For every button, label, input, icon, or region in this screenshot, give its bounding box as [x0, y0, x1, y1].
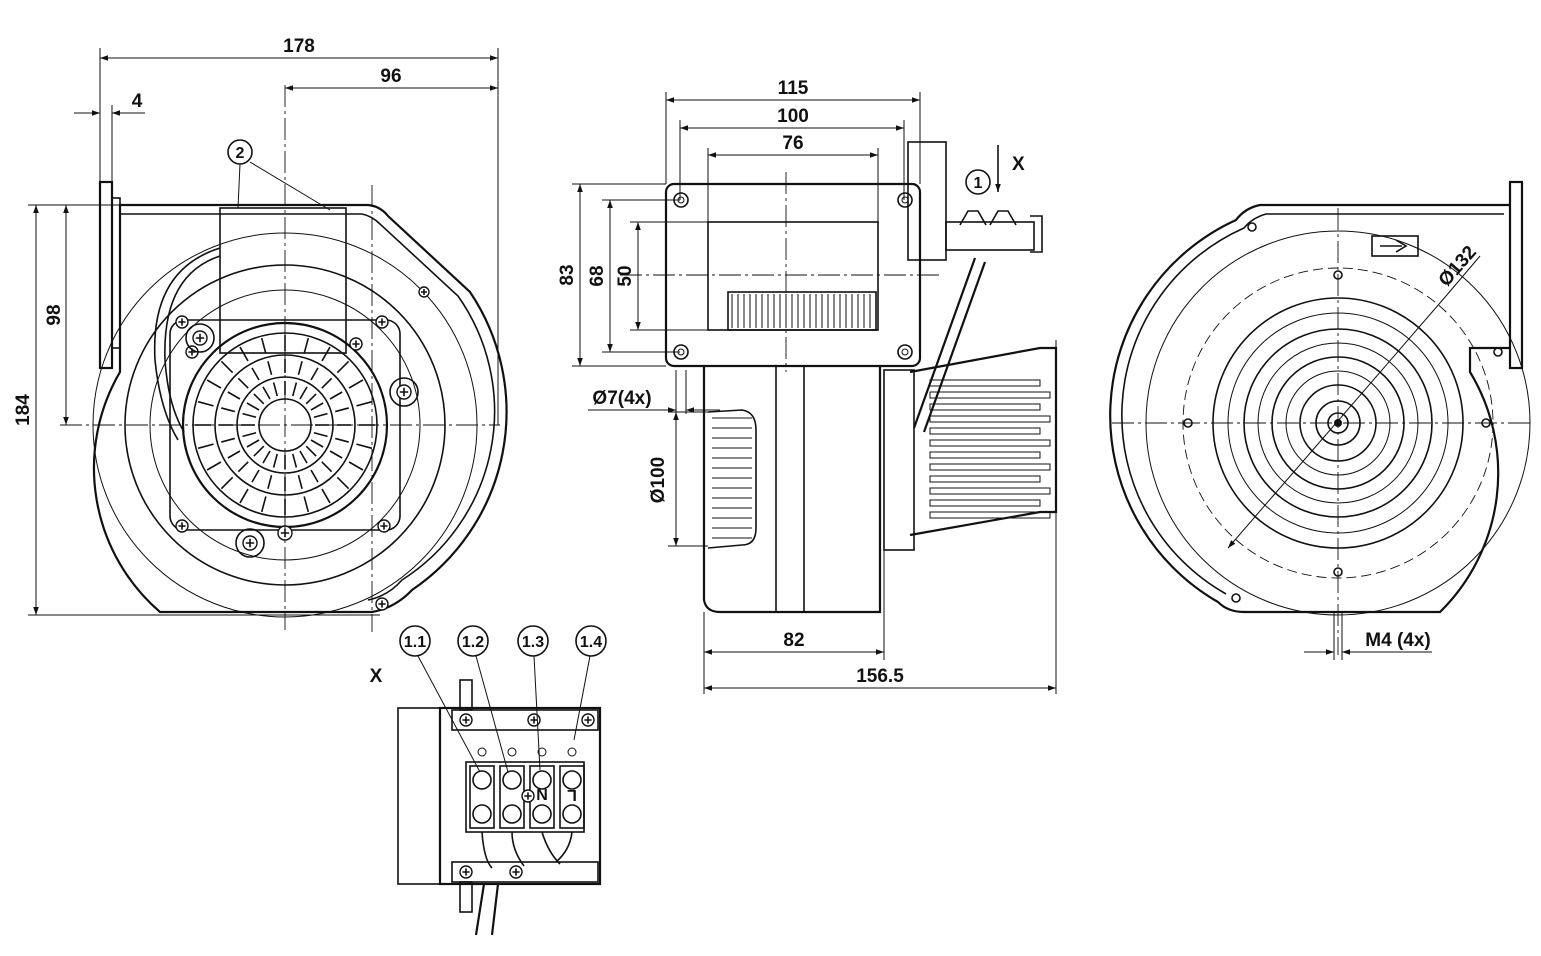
callout-1-1-label: 1.1: [404, 634, 426, 651]
front-screws: [175, 286, 430, 611]
dim-side-width-mid: 100: [777, 106, 809, 127]
dim-side-height-mid: 68: [587, 265, 608, 286]
dim-side-width-inner: 76: [782, 133, 803, 154]
terminal-detail-view: X N L 1.1 1.2 1.3 1.4: [370, 625, 607, 936]
dim-side-holes: Ø7(4x): [592, 388, 651, 409]
detail-x-title: X: [370, 666, 383, 687]
side-housing-body: [702, 366, 882, 614]
view-x-marker: X: [1012, 154, 1025, 175]
front-flange-plate: [98, 180, 114, 370]
side-mounting-holes: [673, 192, 913, 360]
dim-side-depth-total: 156.5: [856, 666, 904, 687]
callout-2-label: 2: [236, 145, 245, 162]
side-view: 115 100 76 83 68 50 Ø7(4x): [557, 78, 1058, 694]
callout-1-circle: [965, 169, 991, 195]
front-scroll-housing: [92, 203, 508, 614]
terminal-box-frame: [438, 706, 602, 886]
callout-1-4-label: 1.4: [580, 634, 602, 651]
dim-side-height-inner: 50: [615, 265, 636, 286]
terminal-letter-n: N: [536, 787, 548, 804]
terminal-letter-l: L: [567, 786, 577, 803]
dim-front-flange: 4: [132, 91, 143, 112]
dim-side-inlet: Ø100: [648, 457, 669, 503]
rear-view: Ø132 M4 (4x): [1109, 180, 1531, 660]
dim-rear-thread: M4 (4x): [1365, 630, 1430, 651]
callout-1-label: 1: [974, 175, 983, 192]
callout-1-3-label: 1.3: [522, 634, 544, 651]
callout-1-4-circle: [575, 625, 607, 657]
callout-1-2-circle: [457, 625, 489, 657]
callout-1-3-circle: [517, 625, 549, 657]
rear-scroll-housing: [1109, 203, 1510, 614]
dim-side-depth-short: 82: [783, 630, 804, 651]
callout-1-2-label: 1.2: [462, 634, 484, 651]
dim-front-height: 184: [13, 394, 34, 426]
dim-front-width: 178: [283, 36, 315, 57]
rear-m4-holes: [1183, 222, 1503, 603]
dim-front-outlet: 98: [44, 304, 65, 325]
dim-side-width-outer: 115: [778, 78, 809, 99]
dim-front-offset: 96: [380, 66, 401, 87]
side-motor-fins: [929, 379, 1051, 519]
dim-side-height-outer: 83: [557, 264, 578, 285]
front-view: 178 96 4 184 98 2: [13, 36, 508, 632]
callout-1-1-circle: [399, 625, 431, 657]
rear-flange-plate: [1508, 180, 1524, 370]
rotation-direction-arrow: [1371, 235, 1419, 257]
front-motor-housing: [219, 207, 347, 354]
dim-rear-dia: Ø132: [1435, 242, 1481, 291]
